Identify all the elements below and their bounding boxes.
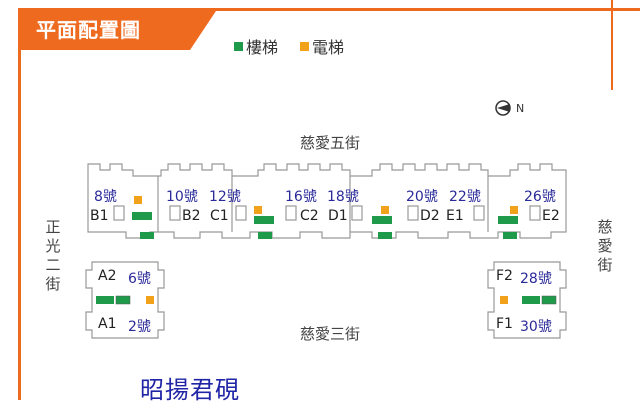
street-top-label: 慈愛五街	[300, 134, 361, 152]
core-b	[132, 196, 154, 239]
legend-elevator: 電梯	[300, 34, 344, 58]
unit-code: E2	[542, 208, 560, 224]
street-bottom-label: 慈愛三街	[300, 325, 361, 343]
building-number: 8號	[94, 189, 117, 205]
unit-code: B2	[182, 208, 201, 224]
street-right-label: 慈愛街	[597, 218, 613, 274]
north-arrow-icon	[495, 100, 511, 116]
unit-code: F1	[496, 316, 513, 332]
unit-code: A2	[98, 268, 117, 284]
legend-stairs: 樓梯	[234, 34, 278, 58]
building-number: 10號	[166, 189, 198, 205]
unit-code: C2	[300, 208, 319, 224]
top-building-outline	[87, 163, 567, 239]
core-c	[254, 206, 274, 239]
building-number: 18號	[327, 189, 359, 205]
building-f-outline	[487, 261, 567, 339]
core-a	[96, 295, 154, 305]
building-number: 26號	[524, 189, 556, 205]
core-e	[498, 206, 518, 239]
legend-stairs-label: 樓梯	[246, 38, 279, 57]
unit-code: B1	[90, 208, 109, 224]
frame-left-border	[18, 8, 21, 400]
title-banner	[18, 8, 218, 50]
unit-code: D2	[420, 208, 440, 224]
street-left-label: 正光二街	[45, 218, 61, 293]
building-number: 12號	[209, 189, 241, 205]
unit-code: C1	[210, 208, 229, 224]
building-number: 20號	[406, 189, 438, 205]
building-number: 2號	[128, 319, 151, 335]
compass-label: N	[516, 102, 525, 115]
building-number: 28號	[520, 271, 552, 287]
frame-right-border	[611, 0, 613, 90]
top-cores	[132, 196, 518, 239]
building-number: 16號	[285, 189, 317, 205]
elevator-swatch	[300, 41, 309, 51]
building-number: 6號	[128, 271, 151, 287]
core-d	[372, 206, 392, 239]
unit-code: A1	[98, 316, 117, 332]
project-name: 昭揚君硯	[140, 376, 240, 404]
unit-code: D1	[328, 208, 348, 224]
unit-code: E1	[446, 208, 464, 224]
legend-elevator-label: 電梯	[312, 38, 345, 57]
stair-swatch	[234, 41, 243, 51]
page-title: 平面配置圖	[36, 18, 141, 42]
building-number: 30號	[520, 319, 552, 335]
core-f	[500, 295, 557, 305]
building-number: 22號	[449, 189, 481, 205]
unit-code: F2	[496, 268, 513, 284]
frame-top-border	[18, 8, 640, 11]
building-a-outline	[85, 261, 165, 339]
